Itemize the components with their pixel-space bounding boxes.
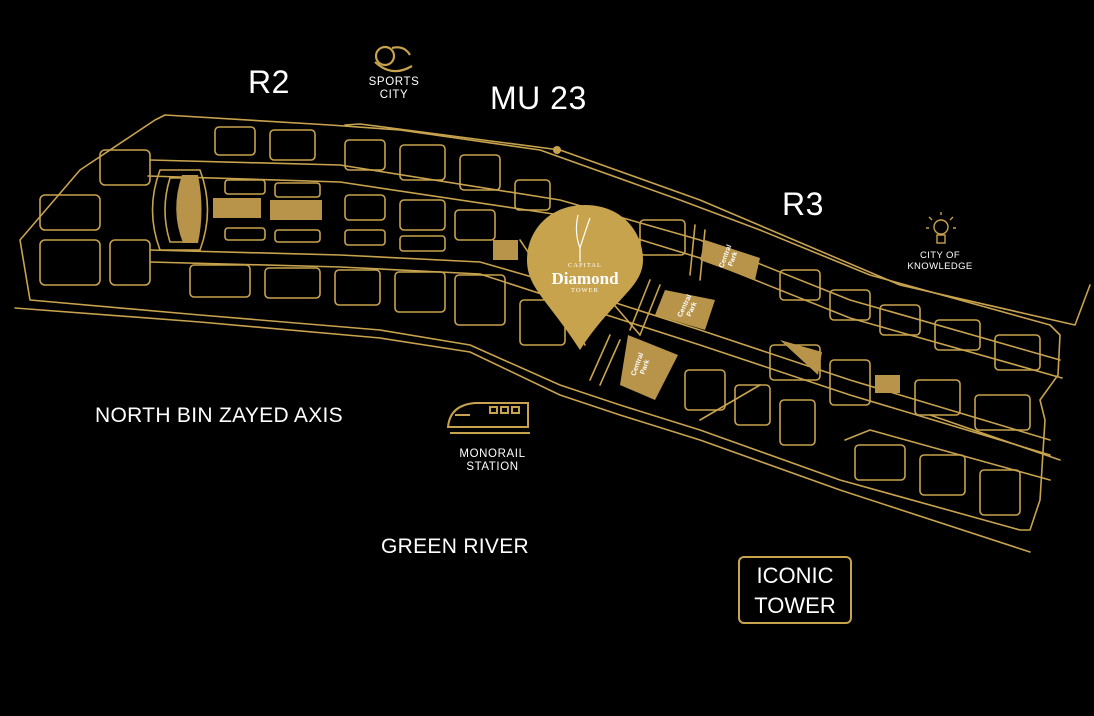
central-park-2 (655, 290, 715, 330)
sports-city-line1: SPORTS (368, 76, 420, 88)
sports-city-line2: CITY (379, 89, 409, 101)
iconic-line1: ICONIC (756, 563, 834, 588)
sports-city-label: SPORTS CITY (364, 76, 424, 102)
sports-city-icon (374, 45, 413, 73)
iconic-tower-badge: ICONIC TOWER (738, 556, 852, 624)
city-of-knowledge-label: CITY OF KNOWLEDGE (905, 250, 975, 272)
loop-road (151, 169, 209, 251)
train-icon (446, 402, 530, 434)
map-pin-icon (527, 205, 643, 350)
r2-label: R2 (248, 64, 290, 100)
monorail-line1: MONORAIL (459, 448, 526, 460)
lightbulb-icon (926, 212, 956, 244)
central-park-3 (620, 335, 678, 400)
central-park-1 (700, 240, 760, 280)
pin-line2: Diamond (551, 269, 619, 288)
gold-block (875, 375, 900, 393)
gold-block (493, 240, 518, 260)
gold-loop-fill (176, 175, 202, 243)
monorail-station-label: MONORAIL STATION (450, 448, 535, 474)
city-knowledge-line2: KNOWLEDGE (907, 261, 973, 272)
iconic-line2: TOWER (754, 593, 836, 618)
gold-block (270, 200, 322, 220)
mu23-label: MU 23 (490, 80, 587, 116)
north-axis-label: NORTH BIN ZAYED AXIS (95, 404, 343, 427)
city-knowledge-line1: CITY OF (919, 250, 961, 261)
gold-block (213, 198, 261, 218)
capital-diamond-tower-label: CAPITAL Diamond TOWER (529, 262, 641, 295)
pin-line3: TOWER (571, 287, 599, 294)
district-boundary (19, 114, 1061, 531)
monorail-line2: STATION (466, 461, 519, 473)
pin-line1: CAPITAL (568, 262, 602, 269)
gold-block (780, 340, 822, 375)
green-river-label: GREEN RIVER (381, 535, 529, 558)
r3-label: R3 (782, 186, 824, 222)
